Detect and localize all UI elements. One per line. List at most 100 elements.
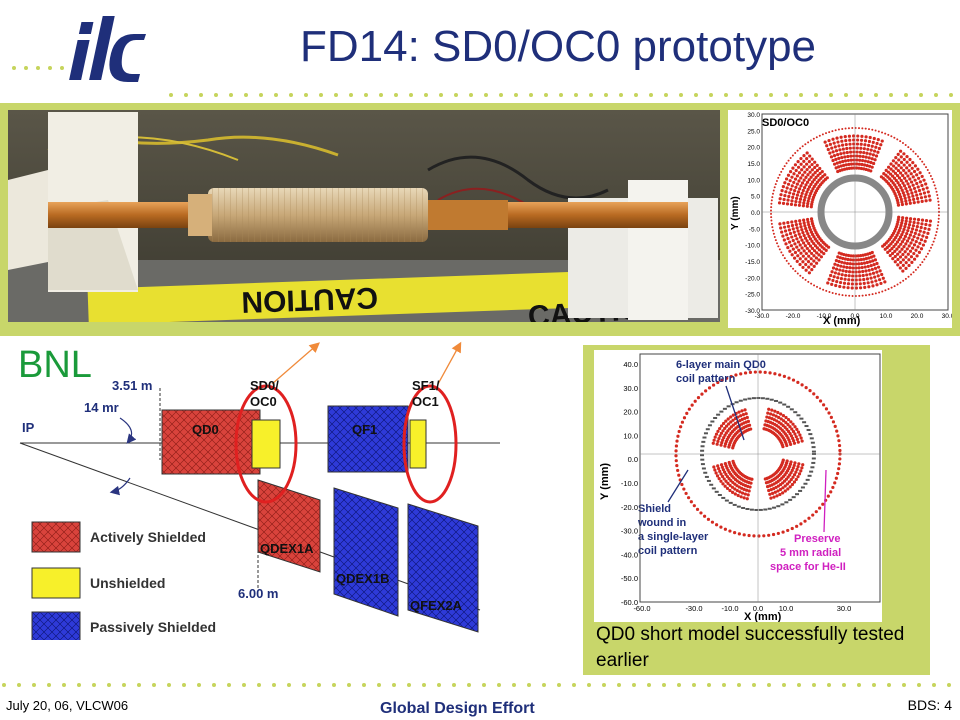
coil-turn: [809, 182, 813, 186]
coil-turn: [833, 145, 837, 149]
coil-turn: [767, 407, 771, 411]
coil-turn: [779, 412, 783, 416]
coil-turn: [805, 167, 809, 172]
coil-turn: [909, 180, 914, 184]
outer-coil-turn: [674, 459, 678, 463]
coil-turn: [789, 202, 794, 206]
divider-dot: [439, 93, 443, 97]
coil-turn: [735, 488, 739, 493]
outer-coil-turn: [768, 371, 772, 375]
outer-coil-turn: [815, 136, 818, 139]
plot-bot-ylabel: Y (mm): [599, 463, 611, 500]
coil-turn: [842, 265, 846, 269]
divider-dot: [214, 93, 218, 97]
coil-turn: [731, 413, 735, 417]
coil-turn: [801, 204, 805, 208]
shield-turn: [700, 445, 705, 448]
coil-turn: [847, 134, 852, 138]
outer-coil-turn: [702, 514, 707, 518]
divider-dot: [692, 683, 696, 687]
coil-turn: [786, 224, 791, 228]
coil-turn: [770, 408, 774, 412]
outer-coil-turn: [928, 171, 931, 174]
coil-turn: [722, 436, 726, 440]
coil-turn: [891, 159, 896, 163]
coil-turn: [791, 466, 795, 470]
coil-turn: [740, 486, 744, 490]
coil-turn: [769, 412, 773, 416]
coil-turn: [711, 441, 715, 445]
coil-turn: [771, 413, 775, 417]
coil-turn: [719, 431, 724, 435]
outer-coil-turn: [677, 473, 681, 477]
divider-dot: [287, 683, 291, 687]
coil-turn: [805, 204, 809, 208]
coil-turn: [868, 135, 872, 140]
outer-coil-turn: [733, 530, 737, 535]
shield-turn: [786, 405, 791, 408]
coil-turn: [914, 228, 919, 232]
coil-turn: [842, 151, 846, 155]
coil-turn: [857, 262, 861, 266]
coil-turn: [807, 271, 811, 275]
outer-coil-turn: [778, 173, 781, 176]
coil-turn: [815, 246, 819, 250]
coil-turn: [851, 134, 856, 138]
divider-dot: [722, 683, 726, 687]
outer-coil-turn: [837, 439, 841, 443]
outer-coil-turn: [789, 265, 792, 268]
outer-coil-turn: [818, 506, 822, 510]
coil-turn: [905, 216, 909, 220]
coil-turn: [895, 247, 899, 251]
outer-coil-turn: [868, 293, 871, 296]
outer-coil-turn: [811, 513, 815, 517]
coil-turn: [854, 270, 858, 274]
outer-coil-turn: [884, 132, 887, 135]
divider-dot: [677, 683, 681, 687]
coil-turn: [805, 217, 810, 222]
divider-dot: [544, 93, 548, 97]
coil-turn: [916, 167, 920, 171]
coil-turn: [902, 227, 906, 231]
coil-turn: [843, 155, 847, 159]
coil-turn: [862, 261, 867, 265]
coil-turn: [881, 276, 885, 280]
outer-coil-turn: [771, 196, 774, 199]
coil-turn: [790, 468, 794, 472]
outer-coil-turn: [674, 449, 678, 453]
coil-turn: [801, 265, 805, 270]
y-tick-label: -30.0: [621, 527, 638, 536]
coil-turn: [904, 261, 908, 265]
outer-coil-turn: [887, 133, 890, 136]
outer-coil-turn: [690, 403, 694, 407]
coil-turn: [816, 173, 820, 178]
outer-coil-turn: [772, 189, 775, 192]
divider-dot: [842, 683, 846, 687]
coil-turn: [868, 272, 872, 276]
coil-turn: [794, 219, 798, 223]
outer-coil-turn: [929, 246, 932, 249]
coil-turn: [743, 492, 747, 496]
coil-turn: [905, 231, 909, 236]
divider-dot: [617, 683, 621, 687]
coil-turn: [797, 179, 801, 183]
shield-turn: [711, 487, 716, 490]
divider-dot: [332, 683, 336, 687]
coil-turn: [784, 190, 788, 194]
coil-turn: [898, 192, 902, 196]
coil-turn: [865, 273, 869, 277]
outer-coil-turn: [937, 214, 940, 217]
coil-turn: [801, 463, 805, 467]
coil-turn: [897, 228, 901, 233]
coil-turn: [828, 151, 832, 155]
outer-coil-turn: [896, 138, 899, 141]
ilc-logo: [12, 16, 146, 82]
coil-turn: [863, 285, 867, 289]
coil-turn: [835, 280, 839, 284]
coil-turn: [860, 265, 864, 270]
coil-turn: [783, 193, 787, 198]
divider-dot: [469, 93, 473, 97]
coil-turn: [802, 218, 806, 222]
coil-turn: [788, 485, 792, 489]
coil-turn: [873, 258, 878, 262]
